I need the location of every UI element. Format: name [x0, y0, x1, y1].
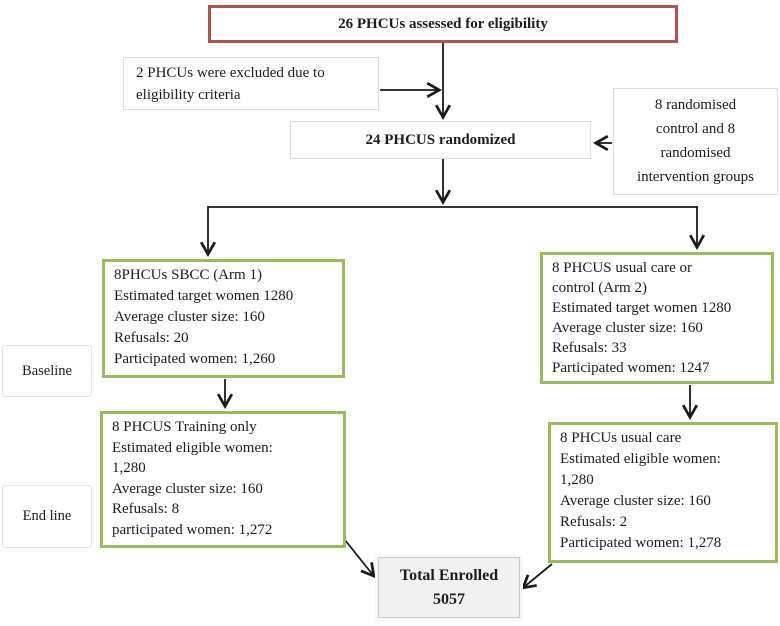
text-line: Average cluster size: 160 — [560, 493, 711, 509]
text-line: control (Arm 2) — [552, 280, 647, 296]
randomized-text: 24 PHCUS randomized — [365, 131, 516, 148]
text-line: Estimated target women 1280 — [552, 300, 732, 316]
text-line: control and 8 — [655, 121, 736, 137]
text-line: Estimated target women 1280 — [114, 288, 294, 304]
text-line: Participated women: 1,260 — [114, 351, 276, 367]
text-line: randomised — [660, 145, 731, 161]
text-line: 5057 — [433, 590, 465, 608]
text-line: Refusals: 2 — [560, 514, 628, 530]
text-line: Average cluster size: 160 — [112, 480, 263, 497]
text-line: Total Enrolled — [399, 566, 499, 584]
text-line: intervention groups — [636, 169, 755, 185]
text-line: Participated women: 1247 — [552, 360, 710, 376]
usual-care-box: 8 PHCUs usual care Estimated eligible wo… — [548, 422, 778, 563]
text-line: 8 PHCUs usual care — [560, 430, 682, 446]
text-line: Average cluster size: 160 — [114, 309, 265, 325]
text-line: Refusals: 33 — [552, 340, 627, 356]
text-line: Average cluster size: 160 — [552, 320, 703, 336]
text-line: Refusals: 8 — [112, 501, 180, 517]
text-line: 2 PHCUs were excluded due to — [136, 65, 325, 81]
endline-label: End line — [2, 485, 92, 548]
text-line: Estimated eligible women: — [112, 439, 273, 456]
text-line: End line — [22, 508, 72, 524]
text-line: Baseline — [22, 362, 72, 379]
arm2-box: 8 PHCUS usual care or control (Arm 2) Es… — [540, 252, 774, 384]
assessed-box: 26 PHCUs assessed for eligibility — [208, 5, 678, 43]
text-line: 8 PHCUS Training only — [112, 419, 257, 435]
text-line: Estimated eligible women: — [560, 451, 721, 467]
assessed-text: 26 PHCUs assessed for eligibility — [338, 15, 548, 32]
text-line: Participated women: 1,278 — [560, 535, 722, 551]
text-line: participated women: 1,272 — [112, 521, 273, 538]
excluded-box: 2 PHCUs were excluded due to eligibility… — [123, 57, 379, 110]
text-line: 1,280 — [560, 472, 594, 488]
text-line: Refusals: 20 — [114, 330, 189, 346]
arm1-box: 8PHCUs SBCC (Arm 1) Estimated target wom… — [102, 259, 345, 378]
training-box: 8 PHCUS Training only Estimated eligible… — [100, 411, 346, 548]
total-enrolled-box: Total Enrolled 5057 — [378, 557, 520, 618]
baseline-label: Baseline — [2, 345, 92, 397]
randomized-box: 24 PHCUS randomized — [290, 121, 591, 159]
text-line: eligibility criteria — [136, 87, 241, 103]
text-line: 8PHCUs SBCC (Arm 1) — [114, 267, 262, 283]
randomised-info-box: 8 randomised control and 8 randomised in… — [613, 88, 778, 195]
text-line: 8 PHCUS usual care or — [552, 260, 692, 276]
text-line: 1,280 — [112, 460, 146, 476]
text-line: 8 randomised — [654, 97, 737, 113]
